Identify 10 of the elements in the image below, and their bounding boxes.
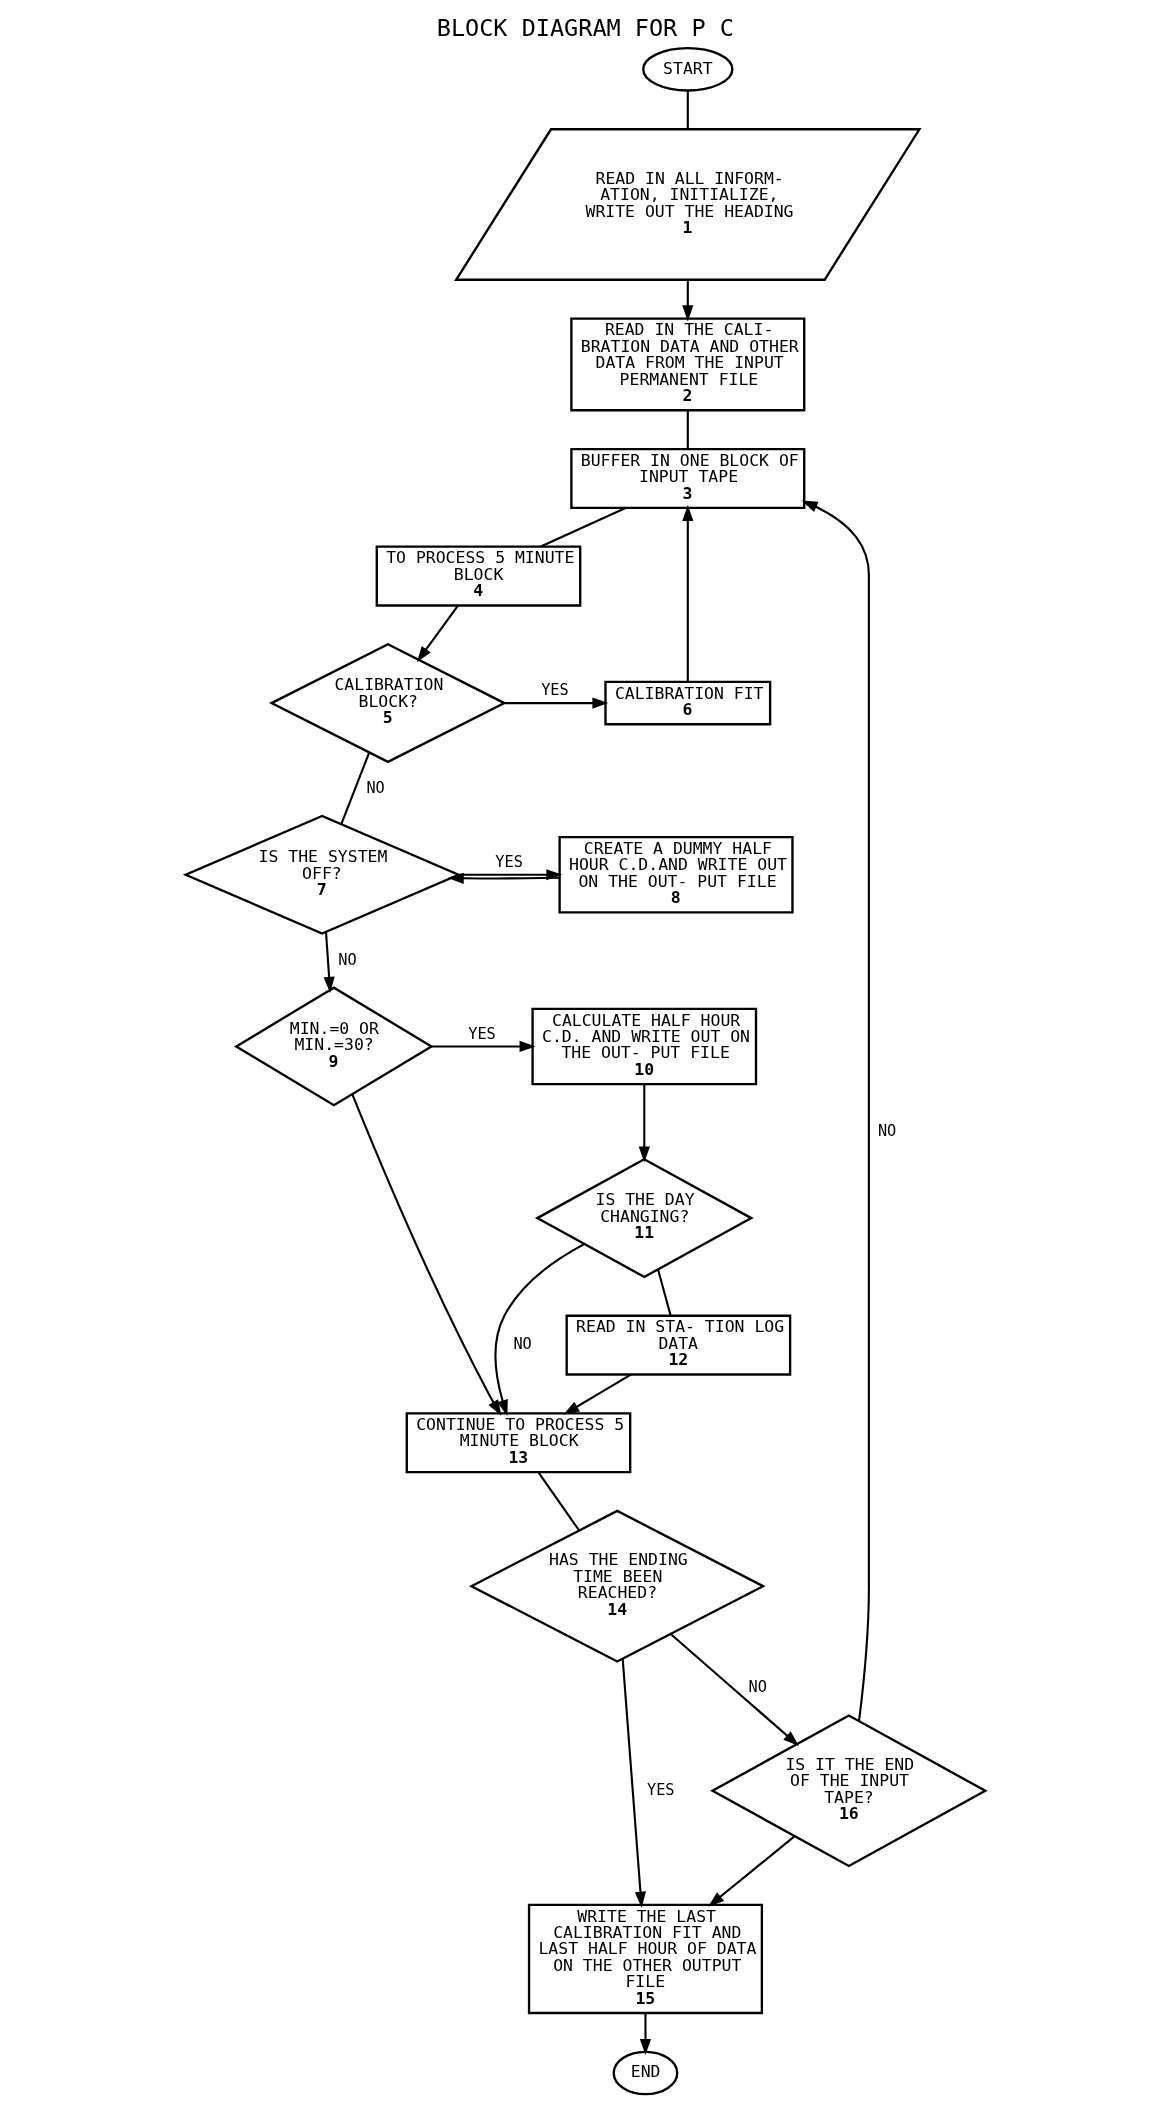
edge-label: NO bbox=[337, 950, 357, 969]
edge-label: YES bbox=[467, 1024, 496, 1043]
diagram-title: BLOCK DIAGRAM FOR P C bbox=[436, 14, 734, 43]
edge-label: NO bbox=[748, 1678, 767, 1697]
edge-label: YES bbox=[494, 853, 523, 872]
edge-label: NO bbox=[877, 1122, 896, 1141]
edge-label: NO bbox=[512, 1335, 532, 1354]
edge-label: NO bbox=[365, 778, 385, 797]
edge-label: YES bbox=[540, 681, 569, 700]
edge-label: YES bbox=[646, 1780, 675, 1799]
